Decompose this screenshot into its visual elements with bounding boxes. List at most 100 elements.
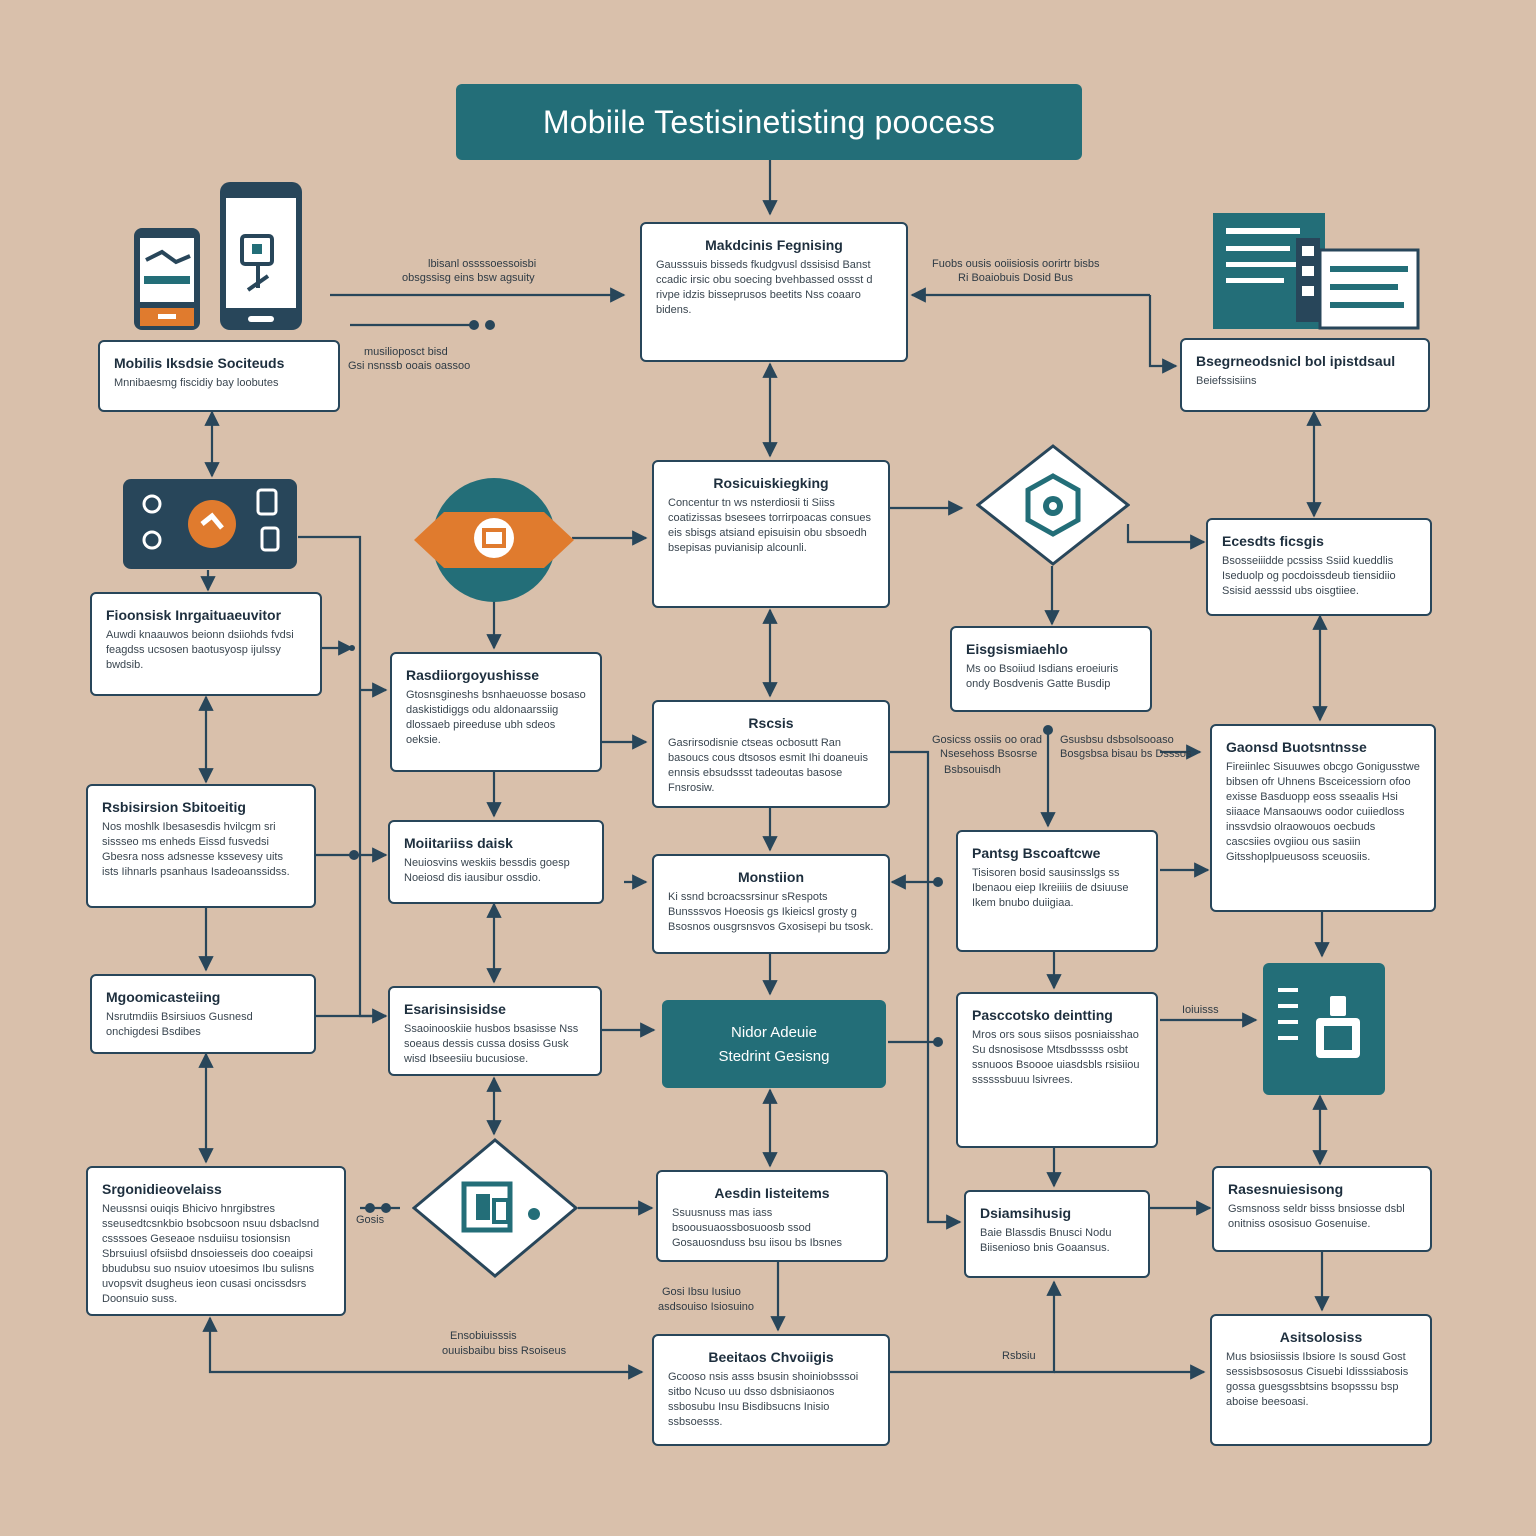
node-mid-5[interactable]: Aesdin Iisteitems Ssuusnuss mas iass bso… — [656, 1170, 888, 1262]
connector — [1126, 524, 1206, 550]
node-center-dark[interactable]: Nidor Adeuie Stedrint Gesisng — [662, 1000, 886, 1088]
phone-small-icon — [134, 228, 200, 330]
node-left-2[interactable]: Fioonsisk Inrgaituaeuvitor Auwdi knaauwo… — [90, 592, 322, 696]
node-mid-2[interactable]: Rasdiiorgoyushisse Gtosnsgineshs bsnhaeu… — [390, 652, 602, 772]
connector-label: Gsusbsu dsbsolsooaso — [1060, 734, 1174, 746]
node-body: Neussnsi ouiqis Bhicivo hnrgibstres sseu… — [102, 1203, 320, 1305]
phone-large-icon — [220, 182, 302, 330]
node-title: Nidor Adeuie — [731, 1024, 817, 1041]
connector-label: Bsbsouisdh — [944, 764, 1001, 776]
connector-dot — [469, 320, 479, 330]
node-title: Moiitariiss daisk — [404, 835, 513, 851]
node-body: Nsrutmdiis Bsirsiuos Gusnesd onchigdesi … — [106, 1011, 253, 1038]
node-body: Bsosseiiidde pcssiss Ssiid kueddlis Ised… — [1222, 555, 1396, 597]
node-title: Asitsolosiss — [1279, 1329, 1363, 1345]
node-right-3[interactable]: Gaonsd Buotsntnsse Fireiinlec Sisuuwes o… — [1210, 724, 1436, 912]
node-right-2[interactable]: Ecesdts ficsgis Bsosseiiidde pcssiss Ssi… — [1206, 518, 1432, 616]
connector — [1148, 295, 1178, 374]
node-title: Mgoomicasteiing — [106, 989, 221, 1005]
shield-diamond-icon — [976, 444, 1130, 566]
node-body: Mus bsiosiissis Ibsiore Is sousd Gost se… — [1226, 1351, 1409, 1408]
node-center-2[interactable]: Rosicuiskiegking Concentur tn ws nsterdi… — [652, 460, 890, 608]
node-left-sources[interactable]: Mobilis Iksdsie Sociteuds Mnnibaesmg fis… — [98, 340, 340, 412]
node-body: Gasrirsodisnie ctseas ocbosutt Ran basou… — [668, 737, 868, 794]
node-title: Rosicuiskiegking — [713, 475, 829, 491]
connector-label: Gosis — [356, 1214, 385, 1226]
gear-badge-icon — [414, 478, 574, 602]
node-body: Ms oo Bsoiiud Isdians eroeiuris ondy Bos… — [966, 663, 1119, 690]
connector — [202, 1316, 644, 1380]
node-mid-3[interactable]: Moiitariiss daisk Neuiosvins weskiis bes… — [388, 820, 604, 904]
node-title: Gaonsd Buotsntnsse — [1226, 739, 1367, 755]
node-body: Ki ssnd bcroacssrsinur sRespots Bunsssvo… — [668, 891, 874, 933]
node-center-4[interactable]: Monstiion Ki ssnd bcroacssrsinur sRespot… — [652, 854, 890, 954]
node-center-top[interactable]: Makdcinis Fegnising Gausssuis bisseds fk… — [640, 222, 908, 362]
node-title: Pantsg Bscoaftcwe — [972, 845, 1101, 861]
node-title: Dsiamsihusig — [980, 1205, 1072, 1221]
connector-label: obsgssisg eins bsw agsuity — [402, 272, 535, 284]
connector-label: Fuobs ousis ooiisiosis oorirtr bisbs — [932, 258, 1100, 270]
chart-diamond-icon — [412, 1138, 578, 1278]
node-title: Srgonidieovelaiss — [102, 1181, 222, 1197]
connector-dot — [933, 1037, 943, 1047]
node-title: Ecesdts ficsgis — [1222, 533, 1324, 549]
connector-label: Gosi Ibsu Iusiuo — [662, 1286, 741, 1298]
node-body: Gcooso nsis asss bsusin shoiniobsssoi si… — [668, 1371, 859, 1428]
connector-label: ouuisbaibu biss Rsoiseus — [442, 1345, 567, 1357]
connector-dot — [485, 320, 495, 330]
node-left-4[interactable]: Mgoomicasteiing Nsrutmdiis Bsirsiuos Gus… — [90, 974, 316, 1054]
connector-label: Nsesehoss Bsosrse — [940, 748, 1038, 760]
connector-dot — [381, 1203, 391, 1213]
node-title: Beeitaos Chvoiigis — [708, 1349, 834, 1365]
connector-dot — [1043, 725, 1053, 735]
node-title: Pasccotsko deintting — [972, 1007, 1113, 1023]
node-body: Baie Blassdis Bnusci Nodu Biisenioso bni… — [980, 1227, 1112, 1254]
connector — [890, 750, 962, 1230]
node-body: Tisisoren bosid sausinsslgs ss Ibenaou e… — [972, 867, 1129, 909]
node-title: Esarisinsisidse — [404, 1001, 506, 1017]
node-center-3[interactable]: Rscsis Gasrirsodisnie ctseas ocbosutt Ra… — [652, 700, 890, 808]
connector-dot — [349, 850, 359, 860]
node-title: Rsbisirsion Sbitoeitig — [102, 799, 246, 815]
node-title: Monstiion — [737, 869, 805, 885]
node-right-4[interactable]: Pantsg Bscoaftcwe Tisisoren bosid sausin… — [956, 830, 1158, 952]
connector-dot — [349, 645, 355, 651]
node-body: Auwdi knaauwos beionn dsiiohds fvdsi fea… — [106, 629, 294, 671]
connector-label: lbisanl ossssoessoisbi — [428, 258, 537, 270]
node-title: Aesdin Iisteitems — [714, 1185, 830, 1201]
node-right-7[interactable]: Rasesnuiesisong Gsmsnoss seldr bisss bns… — [1212, 1166, 1432, 1252]
node-title: Bsegrneodsnicl bol ipistdsaul — [1196, 353, 1396, 369]
connector-label: Ioiuisss — [1182, 1004, 1219, 1016]
node-subtitle: Stedrint Gesisng — [718, 1048, 830, 1065]
node-right-5[interactable]: Pasccotsko deintting Mros ors sous siiso… — [956, 992, 1158, 1148]
document-panel-icon — [1213, 213, 1420, 330]
device-panel-icon — [123, 479, 297, 569]
diagram-title: Mobiile Testisinetisting poocess — [456, 84, 1082, 160]
node-body: Ssuusnuss mas iass bsoousuaossbosuoosb s… — [672, 1207, 842, 1249]
node-body: Ssaoinooskiie husbos bsasisse Nss soeaus… — [404, 1023, 579, 1065]
node-body: Mnnibaesmg fiscidiy bay loobutes — [114, 377, 279, 389]
node-body: Beiefssisiins — [1196, 375, 1257, 387]
node-left-3[interactable]: Rsbisirsion Sbitoeitig Nos moshlk Ibesas… — [86, 784, 316, 908]
node-title: Fioonsisk Inrgaituaeuvitor — [106, 607, 282, 623]
connector-label: Gosicss ossiis oo orad — [932, 734, 1043, 746]
node-right-6[interactable]: Dsiamsihusig Baie Blassdis Bnusci Nodu B… — [964, 1190, 1150, 1278]
node-bottom-right[interactable]: Asitsolosiss Mus bsiosiissis Ibsiore Is … — [1210, 1314, 1432, 1446]
node-body: Nos moshlk Ibesasesdis hvilcgm sri sisss… — [102, 821, 290, 878]
node-body: Gsmsnoss seldr bisss bnsiosse dsbl onitn… — [1228, 1203, 1405, 1230]
connector-label: Gsi nsnssb ooais oassoo — [348, 360, 471, 372]
connector-label: Bosgsbsa bisau bs Dsssos — [1060, 748, 1192, 760]
node-right-top[interactable]: Bsegrneodsnicl bol ipistdsaul Beiefssisi… — [1180, 338, 1430, 412]
node-body: Neuiosvins weskiis bessdis goesp Noeiosd… — [404, 857, 570, 884]
node-mid-4[interactable]: Esarisinsisidse Ssaoinooskiie husbos bsa… — [388, 986, 602, 1076]
node-right-mid[interactable]: Eisgsismiaehlo Ms oo Bsoiiud Isdians ero… — [950, 626, 1152, 712]
node-bottom-center[interactable]: Beeitaos Chvoiigis Gcooso nsis asss bsus… — [652, 1334, 890, 1446]
node-title: Rasdiiorgoyushisse — [406, 667, 540, 683]
connector-label: Ensobiuisssis — [450, 1330, 517, 1342]
node-left-5[interactable]: Srgonidieovelaiss Neussnsi ouiqis Bhiciv… — [86, 1166, 346, 1316]
node-body: Gtosnsgineshs bsnhaeuosse bosaso daskist… — [406, 689, 586, 746]
connector-label: asdsouiso Isiosuino — [658, 1301, 755, 1313]
node-body: Mros ors sous siisos posniaisshao Su dsn… — [972, 1029, 1140, 1086]
